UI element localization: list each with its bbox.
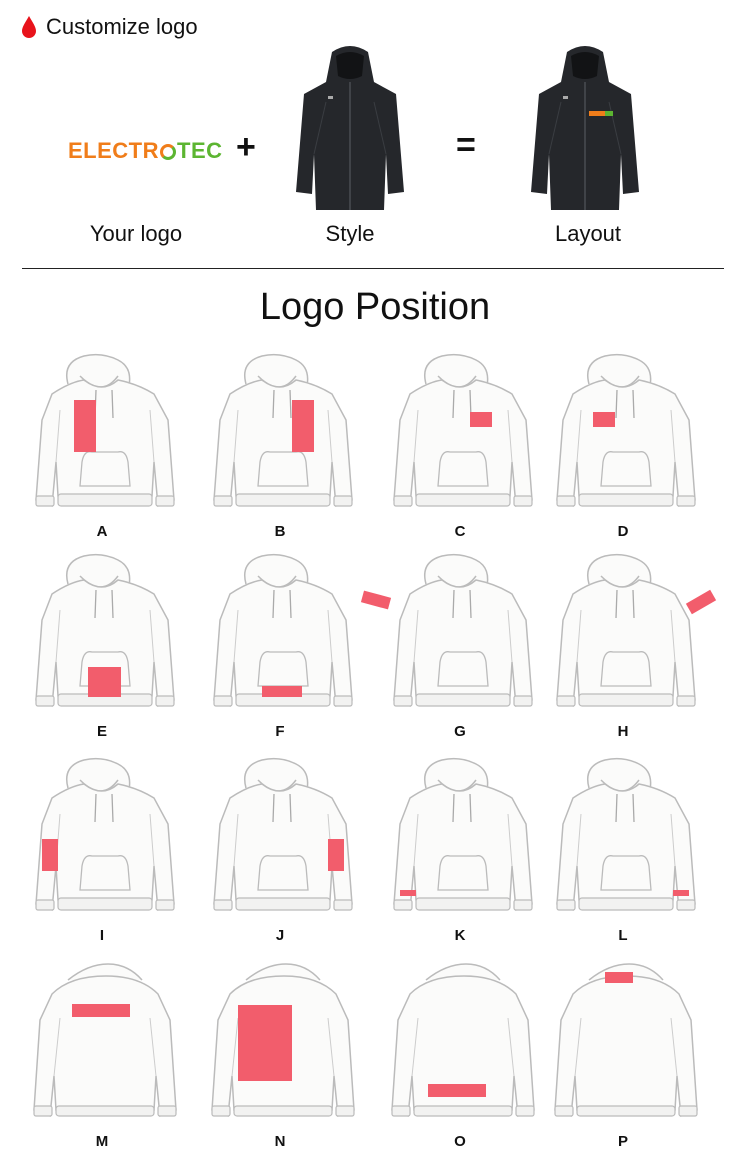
logo-placement-marker xyxy=(673,890,689,896)
caption-style: Style xyxy=(325,221,375,246)
logo-placement-marker xyxy=(685,589,717,615)
logo-placement-marker xyxy=(360,590,392,610)
position-label: N xyxy=(274,1133,286,1150)
logo-ring-icon xyxy=(160,144,176,160)
logo-placement-marker xyxy=(605,972,633,983)
section-title: Logo Position xyxy=(259,286,491,328)
hoodie-front-illustration xyxy=(35,353,175,508)
position-label: L xyxy=(618,927,628,944)
logo-placement-marker xyxy=(292,400,314,452)
position-label: C xyxy=(454,523,466,540)
position-label: M xyxy=(95,1133,109,1150)
logo-placement-marker xyxy=(72,1004,130,1017)
logo-position-n: N xyxy=(200,960,360,1150)
position-label: B xyxy=(274,523,286,540)
hoodie-back-illustration xyxy=(391,963,535,1118)
caption-your-logo: Your logo xyxy=(89,221,183,246)
logo-position-f: F xyxy=(200,550,360,740)
hoodie-back-illustration xyxy=(554,963,698,1118)
hoodie-back-illustration xyxy=(211,963,355,1118)
hoodie-front-illustration xyxy=(393,757,533,912)
position-label: A xyxy=(96,523,108,540)
hoodie-front-illustration xyxy=(360,553,533,708)
jacket-style-image xyxy=(296,46,404,210)
hoodie-front-illustration xyxy=(213,553,353,708)
logo-position-c: C xyxy=(380,350,540,540)
hoodie-front-illustration xyxy=(556,553,717,708)
logo-placement-marker xyxy=(470,412,492,427)
hoodie-front-illustration xyxy=(213,757,353,912)
logo-position-e: E xyxy=(22,550,182,740)
position-label: H xyxy=(617,723,629,740)
logo-placement-marker xyxy=(74,400,96,452)
logo-position-p: P xyxy=(543,960,703,1150)
logo-position-m: M xyxy=(22,960,182,1150)
logo-position-k: K xyxy=(380,754,540,944)
position-label: K xyxy=(454,927,466,944)
position-label: D xyxy=(617,523,629,540)
logo-position-l: L xyxy=(543,754,703,944)
caption-layout: Layout xyxy=(554,221,622,246)
logo-placement-marker xyxy=(88,667,121,697)
hoodie-back-illustration xyxy=(33,963,177,1118)
logo-placement-marker xyxy=(262,686,302,697)
equals-sign: = xyxy=(456,126,476,164)
hoodie-front-illustration xyxy=(393,353,533,508)
logo-position-b: B xyxy=(200,350,360,540)
header: Customize logo xyxy=(20,14,198,40)
position-label: G xyxy=(454,723,466,740)
jacket-layout-image xyxy=(531,46,639,210)
logo-placement-marker xyxy=(328,839,344,871)
logo-position-j: J xyxy=(200,754,360,944)
position-label: O xyxy=(454,1133,466,1150)
logo-position-i: I xyxy=(22,754,182,944)
hoodie-front-illustration xyxy=(556,353,696,508)
divider xyxy=(22,268,724,269)
plus-sign: + xyxy=(236,128,256,166)
logo-position-o: O xyxy=(380,960,540,1150)
position-label: E xyxy=(96,723,107,740)
logo-position-d: D xyxy=(543,350,703,540)
logo-position-g: G xyxy=(360,550,540,740)
logo-placement-marker xyxy=(238,1005,292,1081)
page-header-title: Customize logo xyxy=(46,14,198,39)
hoodie-front-illustration xyxy=(213,353,353,508)
logo-placement-marker xyxy=(42,839,58,871)
logo-placement-marker xyxy=(428,1084,486,1097)
logo-position-a: A xyxy=(22,350,182,540)
position-label: J xyxy=(275,927,285,944)
position-label: P xyxy=(617,1133,628,1150)
red-drop-icon xyxy=(22,16,36,38)
hoodie-front-illustration xyxy=(35,757,175,912)
logo-position-h: H xyxy=(543,550,717,740)
logo-placement-marker xyxy=(593,412,615,427)
hoodie-front-illustration xyxy=(556,757,696,912)
logo-placement-marker xyxy=(400,890,416,896)
position-label: I xyxy=(99,927,105,944)
position-label: F xyxy=(275,723,285,740)
hoodie-front-illustration xyxy=(35,553,175,708)
